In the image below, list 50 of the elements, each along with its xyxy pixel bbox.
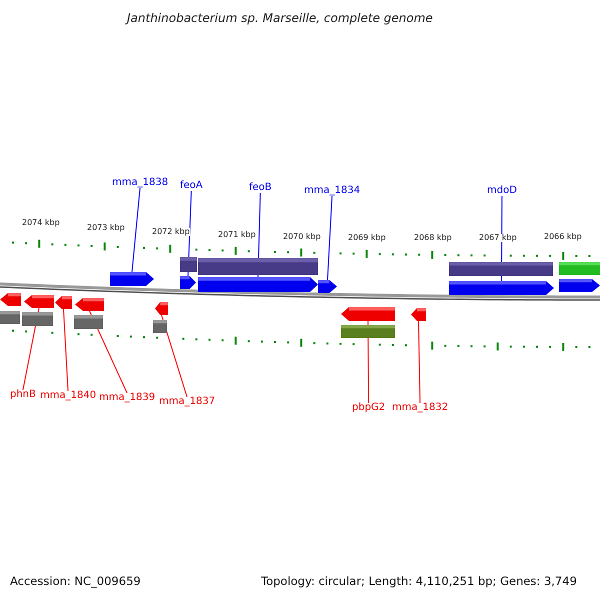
gene-label: phnB xyxy=(10,390,36,400)
feature-bar xyxy=(198,258,318,275)
gene-label: mdoD xyxy=(487,186,517,196)
feature-bar xyxy=(153,320,167,333)
scale-label: 2071 kbp xyxy=(218,231,256,239)
gene-feature xyxy=(75,298,104,311)
gene-feature xyxy=(24,295,54,308)
gene-feature xyxy=(559,279,600,292)
feature-bar xyxy=(341,325,395,338)
gene-label: feoB xyxy=(249,183,272,193)
leader-line xyxy=(327,196,333,280)
scale-label: 2067 kbp xyxy=(479,234,517,242)
gene-feature xyxy=(155,302,168,315)
scale-label: 2070 kbp xyxy=(283,233,321,241)
gene-label: mma_1838 xyxy=(112,178,168,188)
leader-line xyxy=(161,314,188,398)
gene-label: mma_1834 xyxy=(304,186,360,196)
gene-label: mma_1839 xyxy=(99,393,156,403)
gene-feature xyxy=(411,308,426,321)
scale-label: 2068 kbp xyxy=(414,234,452,242)
gene-label: mma_1837 xyxy=(159,397,216,407)
feature-bar xyxy=(22,312,53,326)
gene-label: pbpG2 xyxy=(352,403,386,413)
scale-label: 2072 kbp xyxy=(152,228,190,236)
gene-feature xyxy=(0,293,21,306)
leader-line xyxy=(132,188,141,272)
scale-label: 2074 kbp xyxy=(22,219,60,227)
feature-bar xyxy=(559,262,600,275)
chart-title: Janthinobacterium sp. Marseille, complete genome xyxy=(127,12,433,24)
accession-text: Accession: NC_009659 xyxy=(10,576,141,588)
gene-feature xyxy=(341,307,395,321)
leader-line xyxy=(63,308,69,392)
gene-feature xyxy=(110,272,154,286)
gene-feature xyxy=(449,281,554,295)
leader-line xyxy=(188,190,192,276)
scale-label: 2069 kbp xyxy=(348,234,386,242)
feature-bar xyxy=(180,257,197,272)
gene-feature xyxy=(318,280,337,293)
gene-feature xyxy=(180,276,196,289)
gene-label: mma_1832 xyxy=(392,403,448,413)
gene-label: mma_1840 xyxy=(40,391,96,401)
scale-label: 2066 kbp xyxy=(544,233,582,241)
gene-feature xyxy=(55,296,72,309)
feature-bar xyxy=(74,315,103,329)
feature-bar xyxy=(449,262,553,276)
genome-summary: Topology: circular; Length: 4,110,251 bp; Genes: 3,749 xyxy=(261,576,577,588)
gene-label: feoA xyxy=(180,181,203,191)
feature-bar xyxy=(0,311,20,324)
scale-label: 2073 kbp xyxy=(87,224,125,232)
leader-line xyxy=(418,320,421,404)
